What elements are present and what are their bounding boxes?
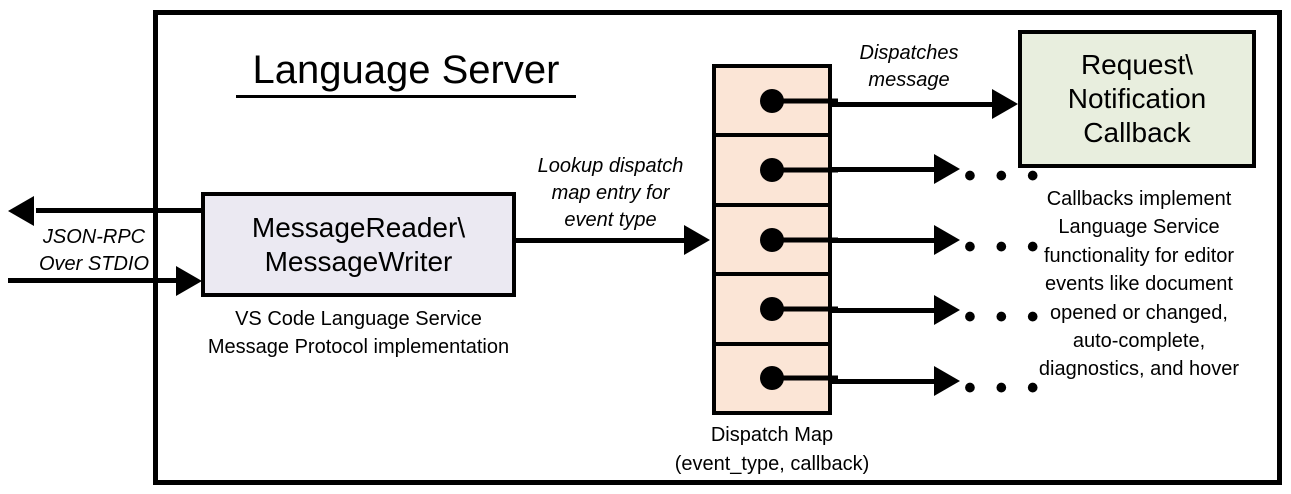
table-row[interactable] (716, 207, 838, 277)
callback-caption-line7: diagnostics, and hover (1038, 358, 1240, 381)
language-server-frame (153, 10, 1282, 485)
callback-stub-line (778, 237, 838, 243)
callback-caption-line5: opened or changed, (1050, 301, 1228, 324)
dispatch-label-line2: message (868, 69, 950, 91)
outbound-transport-line (36, 208, 206, 213)
lookup-label: Lookup dispatch map entry for event type (513, 153, 708, 234)
callback-caption: Callbacks implement Language Service fun… (1010, 185, 1268, 384)
callback-stub-line (778, 98, 838, 104)
transport-label-line1: JSON-RPC (42, 226, 146, 248)
dispatch-arrow-line (830, 102, 994, 107)
callback-arrow-line (830, 238, 936, 243)
dispatch-map-table[interactable] (712, 64, 838, 415)
callback-caption-line2: Language Service (1058, 216, 1220, 239)
message-reader-writer-caption: VS Code Language Service Message Protoco… (196, 305, 521, 362)
callback-arrow-head (934, 154, 960, 184)
lookup-arrow-line (514, 238, 686, 243)
inbound-transport-arrowhead (176, 266, 202, 296)
callback-arrow-line (830, 308, 936, 313)
outbound-transport-arrowhead (8, 196, 34, 226)
callback-arrow-line (830, 167, 936, 172)
table-row[interactable] (716, 276, 838, 346)
request-notification-callback-box[interactable]: Request\ Notification Callback (1018, 30, 1256, 168)
message-reader-writer-label: MessageReader\ MessageWriter (252, 211, 465, 278)
callback-caption-line3: functionality for editor (1043, 244, 1235, 267)
callback-box-line1: Request\ (1080, 48, 1194, 80)
dispatch-label: Dispatches message (834, 40, 984, 94)
table-row[interactable] (716, 68, 838, 138)
message-reader-writer-line1: MessageReader\ (251, 211, 466, 243)
lookup-label-line3: event type (564, 209, 657, 231)
inbound-transport-line (8, 278, 180, 283)
callback-caption-line4: events like document (1045, 273, 1233, 296)
callback-stub-line (778, 375, 838, 381)
callback-stub-line (778, 167, 838, 173)
callback-caption-line6: auto-complete, (1072, 329, 1206, 352)
message-reader-writer-box[interactable]: MessageReader\ MessageWriter (201, 192, 516, 297)
callback-box-line2: Notification (1067, 82, 1207, 114)
message-reader-writer-line2: MessageWriter (264, 245, 453, 277)
lookup-label-line2: map entry for (551, 182, 670, 204)
message-reader-writer-caption-line2: Message Protocol implementation (207, 336, 510, 359)
lookup-arrow-head (684, 225, 710, 255)
transport-label-line2: Over STDIO (38, 253, 149, 275)
request-notification-callback-label: Request\ Notification Callback (1068, 48, 1207, 150)
dispatch-label-line1: Dispatches (859, 42, 959, 64)
dispatch-map-caption: Dispatch Map (event_type, callback) (637, 421, 907, 479)
callback-stub-line (778, 306, 838, 312)
callback-caption-line1: Callbacks implement (1046, 188, 1232, 210)
callback-arrow-line (830, 379, 936, 384)
lookup-label-line1: Lookup dispatch (537, 155, 684, 177)
callback-arrow-head (934, 366, 960, 396)
message-reader-writer-caption-line1: VS Code Language Service (235, 308, 482, 330)
callback-box-line3: Callback (1083, 117, 1191, 149)
callback-arrow-head (934, 295, 960, 325)
table-row[interactable] (716, 137, 838, 207)
dispatch-map-caption-line1: Dispatch Map (710, 424, 834, 446)
dispatch-map-caption-line2: (event_type, callback) (674, 453, 870, 475)
page-title: Language Server (236, 48, 576, 98)
table-row[interactable] (716, 346, 838, 411)
callback-arrow-head (934, 225, 960, 255)
transport-label: JSON-RPC Over STDIO (14, 224, 174, 278)
dispatch-arrow-head (992, 89, 1018, 119)
